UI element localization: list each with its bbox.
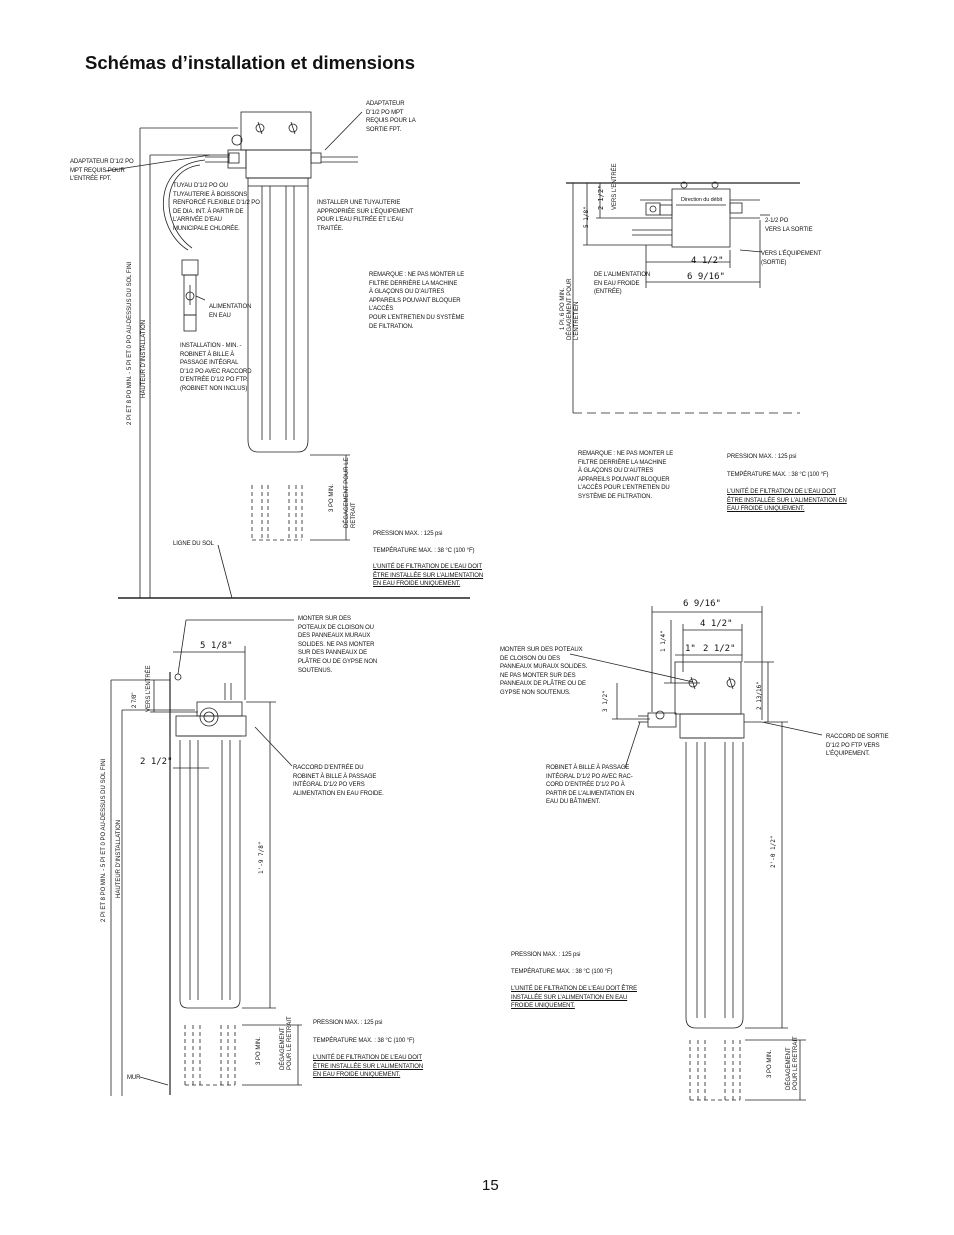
d4-warning: L’UNITÉ DE FILTRATION DE L’EAU DOIT ÊTRE… (511, 986, 638, 1010)
d1-supply-note: ALIMENTATION EN EAU (209, 304, 252, 319)
d4-dim-1: 1" (685, 644, 696, 654)
d1-height-range: 2 PI ET 8 PO MIN. - 5 PI ET 0 PO AU-DESS… (127, 261, 133, 425)
d3-height-range: 2 PI ET 8 PO MIN. - 5 PI ET 0 PO AU-DESS… (101, 758, 107, 922)
d1-temperature: TEMPÉRATURE MAX. : 38 °C (100 °F) (373, 548, 475, 554)
d1-adapter-outlet-note: ADAPTATEUR D’1/2 PO MPT REQUIS POUR LA S… (366, 101, 416, 133)
d2-drawing (566, 181, 800, 414)
d3-vers-entree: VERS L’ENTRÉE (146, 665, 152, 712)
d1-height-label: HAUTEUR D’INSTALLATION (141, 319, 147, 398)
d4-dim-2-0-1-2: 2'-0 1/2" (770, 835, 777, 868)
d2-remark-note: REMARQUE : NE PAS MONTER LE FILTRE DERRI… (578, 451, 674, 500)
d2-clear-1ft6: 1 PI. 6 PO MIN. (560, 287, 566, 330)
d4-dim-3-1-2: 3 1/2" (602, 690, 609, 712)
d4-pressure: PRESSION MAX. : 125 psi (511, 952, 581, 958)
d1-drawing (105, 111, 470, 599)
d3-mount-note: MONTER SUR DES POTEAUX DE CLOISON OU DES… (298, 616, 378, 674)
d3-dim-1-9-7-8: 1'-9 7/8" (258, 841, 265, 874)
d1-pipe-note: TUYAU D’1/2 PO OU TUYAUTERIE À BOISSONS … (173, 183, 260, 232)
d1-clearance-min: 3 PO MIN. (329, 483, 335, 512)
d1-warning: L’UNITÉ DE FILTRATION DE L’EAU DOIT ÊTRE… (373, 564, 484, 588)
d3-inlet-note: RACCORD D’ENTRÉE DU ROBINET À BILLE À PA… (293, 765, 384, 797)
d2-warning: L’UNITÉ DE FILTRATION DE L’EAU DOIT ÊTRE… (727, 489, 847, 513)
d3-drawing (110, 619, 302, 1096)
page-number: 15 (482, 1177, 499, 1194)
d1-floor-label: LIGNE DU SOL (173, 541, 214, 547)
d2-to-equipment: VERS L’ÉQUIPEMENT (SORTIE) (761, 251, 822, 266)
d3-dim-5-1-8: 5 1/8" (200, 641, 233, 651)
d1-pressure: PRESSION MAX. : 125 psi (373, 531, 443, 537)
d2-temperature: TEMPÉRATURE MAX. : 38 °C (100 °F) (727, 472, 829, 478)
d2-pressure: PRESSION MAX. : 125 psi (727, 454, 797, 460)
d4-dim-2-13-16: 2 13/16" (756, 681, 763, 710)
d3-dim-2-1-2: 2 1/2" (140, 757, 173, 767)
d1-install-note: INSTALLATION - MIN. - ROBINET À BILLE À … (180, 343, 252, 392)
d4-outlet-note: RACCORD DE SORTIE D’1/2 PO FTP VERS L’ÉQ… (826, 734, 889, 758)
d2-out-pipe: 2-1/2 PO VERS LA SORTIE (765, 218, 813, 233)
d1-adapter-inlet-note: ADAPTATEUR D’1/2 PO MPT REQUIS POUR L’EN… (70, 159, 134, 183)
d2-flow-label: Direction du débit (681, 197, 723, 203)
d4-clearance-min: 3 PO MIN. (767, 1049, 773, 1078)
d4-dim-2-1-2: 2 1/2" (703, 644, 736, 654)
d3-warning: L’UNITÉ DE FILTRATION DE L’EAU DOIT ÊTRE… (313, 1055, 424, 1079)
d4-dim-1-1-4: 1 1/4" (660, 630, 667, 652)
d3-wall-label: MUR (127, 1075, 141, 1081)
d1-remark-note: REMARQUE : NE PAS MONTER LE FILTRE DERRI… (369, 272, 465, 330)
d3-clearance-min: 3 PO MIN. (256, 1036, 262, 1065)
d2-dim-5-1-8: 5 1/8" (583, 206, 590, 228)
d4-drawing (569, 606, 823, 1101)
d4-mount-note: MONTER SUR DES POTEAUX DE CLOISON OU DES… (500, 647, 588, 696)
d4-temperature: TEMPÉRATURE MAX. : 38 °C (100 °F) (511, 969, 613, 975)
d3-dim-2-7-8: 2 7/8" (132, 692, 138, 708)
d3-pressure: PRESSION MAX. : 125 psi (313, 1020, 383, 1026)
d4-dim-4-1-2: 4 1/2" (700, 619, 733, 629)
d4-dim-6-9-16: 6 9/16" (683, 599, 721, 609)
d1-treated-note: INSTALLER UNE TUYAUTERIE APPROPRIÉE SUR … (317, 200, 414, 232)
d2-from-supply: DE L’ALIMENTATION EN EAU FROIDE (ENTRÉE) (594, 272, 651, 296)
d2-dim-6-9-16: 6 9/16" (687, 272, 725, 282)
d2-dim-4-1-2: 4 1/2" (691, 256, 724, 266)
d4-valve-note: ROBINET À BILLE À PASSAGE INTÉGRAL D’1/2… (546, 765, 635, 806)
page-title: Schémas d’installation et dimensions (85, 52, 416, 73)
d3-temperature: TEMPÉRATURE MAX. : 38 °C (100 °F) (313, 1038, 415, 1044)
d2-dim-2-1-2: 2 1/2" (597, 184, 605, 210)
d2-vers-entree: VERS L’ENTRÉE (612, 163, 618, 210)
d3-height-label: HAUTEUR D’INSTALLATION (116, 819, 122, 898)
